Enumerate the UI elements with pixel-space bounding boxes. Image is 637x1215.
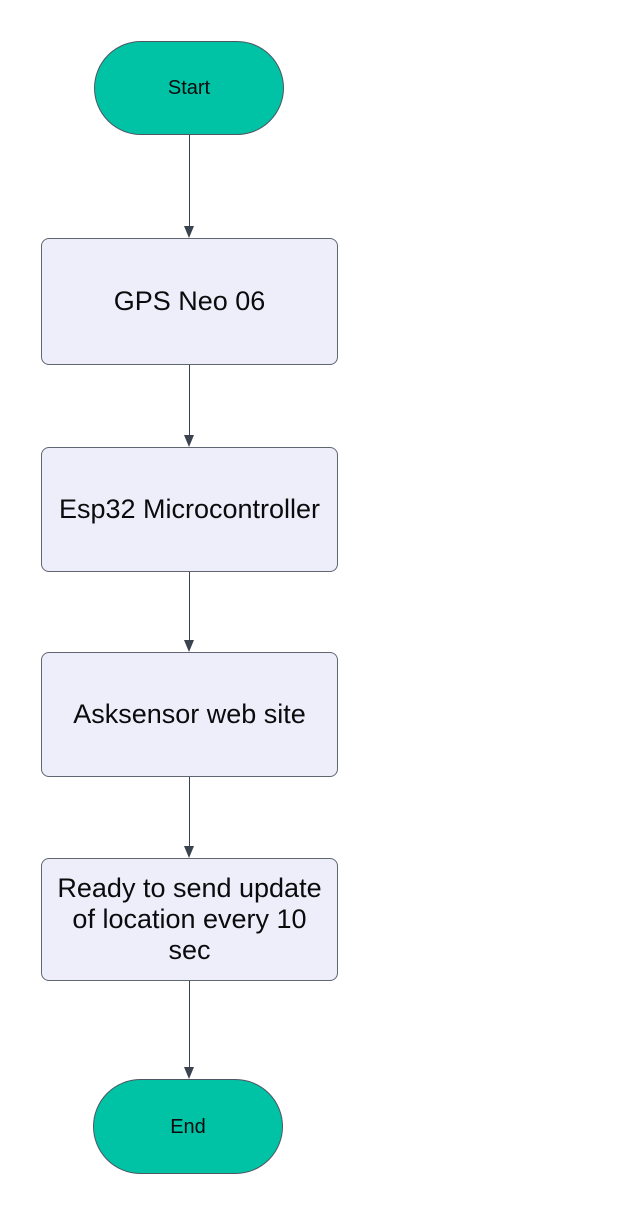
process-node-esp32: Esp32 Microcontroller bbox=[41, 447, 338, 572]
end-node: End bbox=[93, 1079, 283, 1174]
process-node-ready-label: Ready to send update of location every 1… bbox=[57, 872, 322, 966]
connector-esp32-to-asksensor bbox=[184, 572, 194, 652]
connector-gps-to-esp32 bbox=[184, 365, 194, 447]
connector-start-to-gps bbox=[184, 135, 194, 238]
edge-line bbox=[188, 135, 190, 226]
arrowhead-down-icon bbox=[184, 846, 194, 858]
process-node-gps: GPS Neo 06 bbox=[41, 238, 338, 365]
edge-line bbox=[188, 777, 190, 846]
connector-asksensor-to-ready bbox=[184, 777, 194, 858]
connector-ready-to-end bbox=[184, 981, 194, 1079]
process-node-esp32-label: Esp32 Microcontroller bbox=[58, 493, 321, 524]
edge-line bbox=[188, 365, 190, 435]
edge-line bbox=[188, 572, 190, 640]
arrowhead-down-icon bbox=[184, 226, 194, 238]
process-node-gps-label: GPS Neo 06 bbox=[113, 285, 266, 316]
start-node: Start bbox=[94, 41, 284, 135]
edge-line bbox=[188, 981, 190, 1067]
end-node-label: End bbox=[170, 1115, 206, 1138]
arrowhead-down-icon bbox=[184, 1067, 194, 1079]
process-node-asksensor: Asksensor web site bbox=[41, 652, 338, 777]
start-node-label: Start bbox=[167, 77, 211, 99]
arrowhead-down-icon bbox=[184, 435, 194, 447]
arrowhead-down-icon bbox=[184, 640, 194, 652]
process-node-ready: Ready to send update of location every 1… bbox=[41, 858, 338, 981]
process-node-asksensor-label: Asksensor web site bbox=[73, 698, 306, 729]
